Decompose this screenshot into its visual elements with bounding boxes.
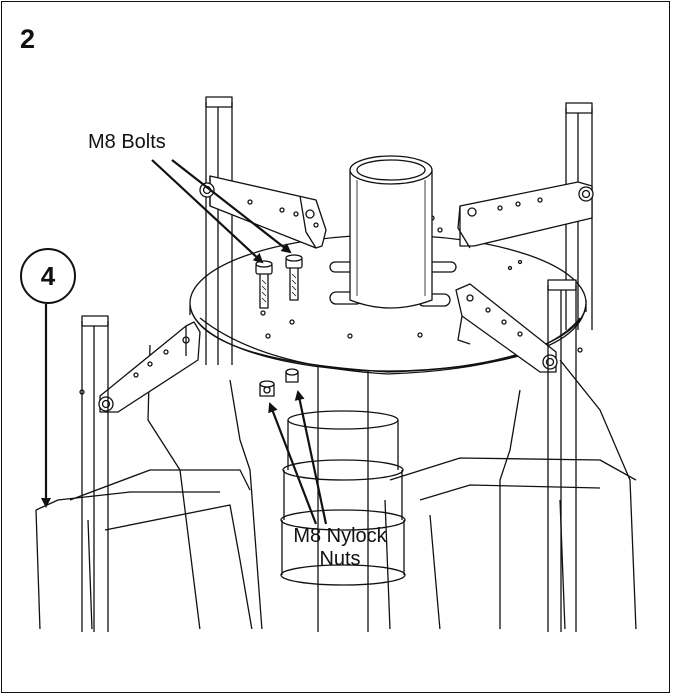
m8-nylock-nut-right <box>285 368 299 383</box>
bracket-back-left <box>199 175 327 249</box>
bolts-label: M8 Bolts <box>88 131 166 153</box>
m8-bolt-left <box>255 260 273 309</box>
bolts-leader-arrows <box>151 159 292 264</box>
leg-back-left <box>205 96 233 365</box>
leg-front-left <box>81 315 109 632</box>
center-column <box>280 360 406 632</box>
leg-front-right <box>547 279 577 632</box>
center-tube <box>349 155 433 309</box>
nuts-label: M8 Nylock Nuts <box>275 525 405 571</box>
bracket-front-right <box>455 283 583 373</box>
nuts-label-line2: Nuts <box>319 548 361 570</box>
bracket-front-left <box>79 321 201 413</box>
part-callout-circle: 4 <box>20 248 76 304</box>
part-callout-number: 4 <box>40 260 56 291</box>
m8-nylock-nut-left <box>259 380 275 397</box>
step-number: 2 <box>20 24 36 54</box>
nuts-label-line1: M8 Nylock <box>293 525 387 547</box>
hopper-body <box>30 344 640 635</box>
bracket-back-right <box>457 181 594 249</box>
nuts-leader-arrows <box>268 390 328 525</box>
m8-bolt-right <box>285 254 303 301</box>
